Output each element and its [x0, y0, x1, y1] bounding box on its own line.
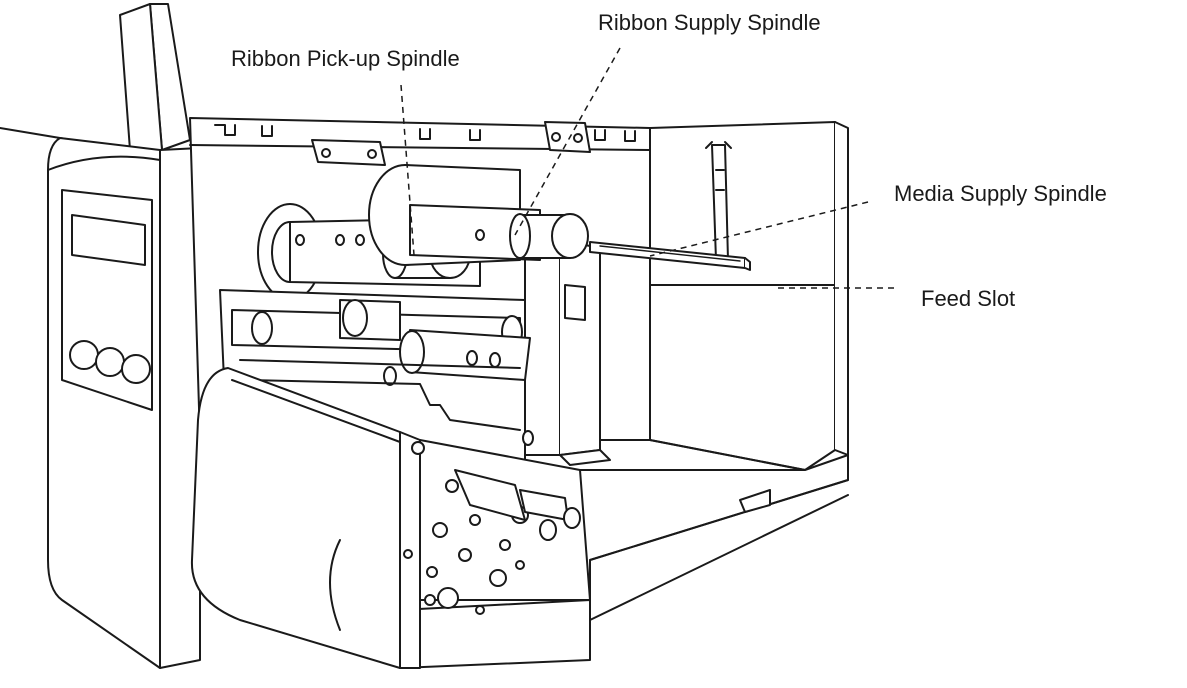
media-guide	[711, 144, 729, 261]
ribbon-supply-spindle	[368, 164, 589, 266]
control-panel	[61, 189, 153, 411]
leader-ribbon-supply	[514, 47, 621, 236]
top-cover	[0, 3, 191, 151]
panel-button-2	[95, 347, 125, 377]
media-compartment	[649, 121, 849, 471]
leader-lines	[400, 47, 895, 289]
callout-ribbon-pickup-spindle: Ribbon Pick-up Spindle	[231, 46, 460, 71]
callout-feed-slot: Feed Slot	[921, 286, 1016, 311]
lcd-display	[71, 214, 146, 266]
side-plate	[403, 439, 591, 615]
spindle-bracket	[524, 239, 611, 466]
media-supply-spindle	[589, 241, 751, 271]
panel-button-3	[121, 354, 151, 384]
leader-media-supply	[649, 201, 869, 257]
callout-media-supply-spindle: Media Supply Spindle	[894, 181, 1107, 206]
callout-ribbon-supply-spindle: Ribbon Supply Spindle	[598, 10, 821, 35]
panel-button-1	[69, 340, 99, 370]
